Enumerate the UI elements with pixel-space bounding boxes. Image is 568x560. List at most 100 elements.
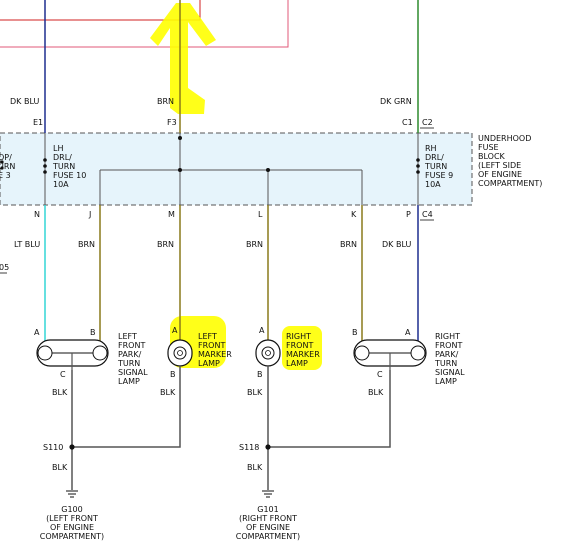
rf-marker-lamp [255,339,281,367]
wire-color-l: BRN [246,240,263,249]
rf-park-label-4: TURN [434,359,457,368]
rf-park-label-3: PARK/ [435,350,459,359]
wire-color-ground-6: BLK [247,463,263,472]
lh-fuse-dot-3 [43,170,47,174]
input-wires: DK BLU BRN DK GRN E1 F3 C1 C2 [10,0,434,133]
lamps: A B C A B A B B A C LEFT FRONT PARK/ TUR… [34,326,465,386]
block-label-4: (LEFT SIDE [478,161,521,170]
pin-c1: C1 [402,118,413,127]
g100-label-4: COMPARTMENT) [40,532,104,541]
rf-marker-label-4: LAMP [286,359,308,368]
pin-f3: F3 [167,118,177,127]
g101-label-3: OF ENGINE [246,523,290,532]
lh-fuse-label-3: TURN [52,162,75,171]
highlight-rf-marker [282,326,322,370]
rf-marker-label-3: MARKER [286,350,320,359]
ground-symbol-g100 [66,490,78,498]
g101-label-2: (RIGHT FRONT [239,514,297,523]
lamp-pin-b3: B [257,370,263,379]
wire-color-top-center: BRN [157,97,174,106]
lf-marker-label-2: FRONT [198,341,225,350]
g101-label-4: COMPARTMENT) [236,532,300,541]
wire-color-ground-1: BLK [52,388,68,397]
lamp-pin-a3: A [259,326,265,335]
block-label-3: BLOCK [478,152,506,161]
rh-fuse-dot-3 [416,170,420,174]
rh-fuse-label-4: FUSE 9 [425,171,453,180]
splice-s110: S110 [43,443,63,452]
output-wires: N J M L K P C4 LT BLU BRN BRN BRN BRN DK… [0,205,434,345]
g101-label-1: G101 [257,505,278,514]
left-clip-dot-1 [0,160,4,164]
top-wires [0,0,289,48]
wire-color-k: BRN [340,240,357,249]
pin-c4: C4 [422,210,433,219]
lf-marker-label-3: MARKER [198,350,232,359]
lh-fuse-label-1: LH [53,144,63,153]
pin-e1: E1 [33,118,43,127]
lf-marker-label-1: LEFT [198,332,217,341]
bus-node-1 [178,136,182,140]
lh-fuse-label-2: DRL/ [53,153,72,162]
pin-c2: C2 [422,118,433,127]
block-label-1: UNDERHOOD [478,134,531,143]
lf-park-label-6: LAMP [118,377,140,386]
lamp-pin-b2: B [170,370,176,379]
lh-fuse-label-4: FUSE 10 [53,171,86,180]
lamp-pin-a2: A [172,326,178,335]
rf-park-label-2: FRONT [435,341,462,350]
pin-p: P [406,210,411,219]
rf-park-label-5: SIGNAL [435,368,465,377]
lh-fuse-dot-1 [43,158,47,162]
block-label-6: COMPARTMENT) [478,179,542,188]
lf-park-label-3: PARK/ [118,350,142,359]
pin-j: J [88,210,91,219]
rf-marker-label-2: FRONT [286,341,313,350]
lf-marker-label-4: LAMP [198,359,220,368]
lamp-pin-c1: C [60,370,66,379]
splice-s110-dot [69,444,75,450]
wire-color-top-left: DK BLU [10,97,39,106]
rf-park-label-1: RIGHT [435,332,460,341]
pin-m: M [168,210,175,219]
lf-park-label-5: SIGNAL [118,368,148,377]
pin-k: K [351,210,357,219]
lf-park-lamp [36,339,109,370]
bus-node-3 [266,168,270,172]
highlight-arrow [150,3,216,114]
splice-s118-dot [265,444,271,450]
wire-color-n: LT BLU [14,240,40,249]
ground-wire-right [267,366,391,448]
rf-park-label-6: LAMP [435,377,457,386]
wire-color-top-right: DK GRN [380,97,412,106]
ground-wires [71,366,391,490]
g100-label-2: (LEFT FRONT [46,514,98,523]
pink-wire [0,0,289,48]
ground-wire-left [71,366,181,448]
lamp-pin-a1: A [34,328,40,337]
bus-node-2 [178,168,182,172]
wire-color-ground-3: BLK [247,388,263,397]
fuse-block-body [0,132,473,206]
wire-color-p: DK BLU [382,240,411,249]
ground-symbols [66,490,274,498]
lh-fuse-dot-2 [43,164,47,168]
lamp-pin-b1: B [90,328,96,337]
lf-park-label-2: FRONT [118,341,145,350]
fuse-block: LH DRL/ TURN FUSE 10 10A RH DRL/ TURN FU… [0,132,542,206]
left-margin-fragment: 05 [0,263,9,272]
left-clip-dot-2 [0,166,4,170]
lh-fuse-label-5: 10A [53,180,69,189]
lamp-pin-b4: B [352,328,358,337]
g100-label-3: OF ENGINE [50,523,94,532]
rh-fuse-label-2: DRL/ [425,153,444,162]
wire-color-ground-4: BLK [368,388,384,397]
pin-l: L [258,210,263,219]
block-label-2: FUSE [478,143,499,152]
wire-color-j: BRN [78,240,95,249]
splice-s118: S118 [239,443,259,452]
rh-fuse-dot-1 [416,158,420,162]
lf-park-label-1: LEFT [118,332,137,341]
rf-park-lamp [353,339,427,370]
